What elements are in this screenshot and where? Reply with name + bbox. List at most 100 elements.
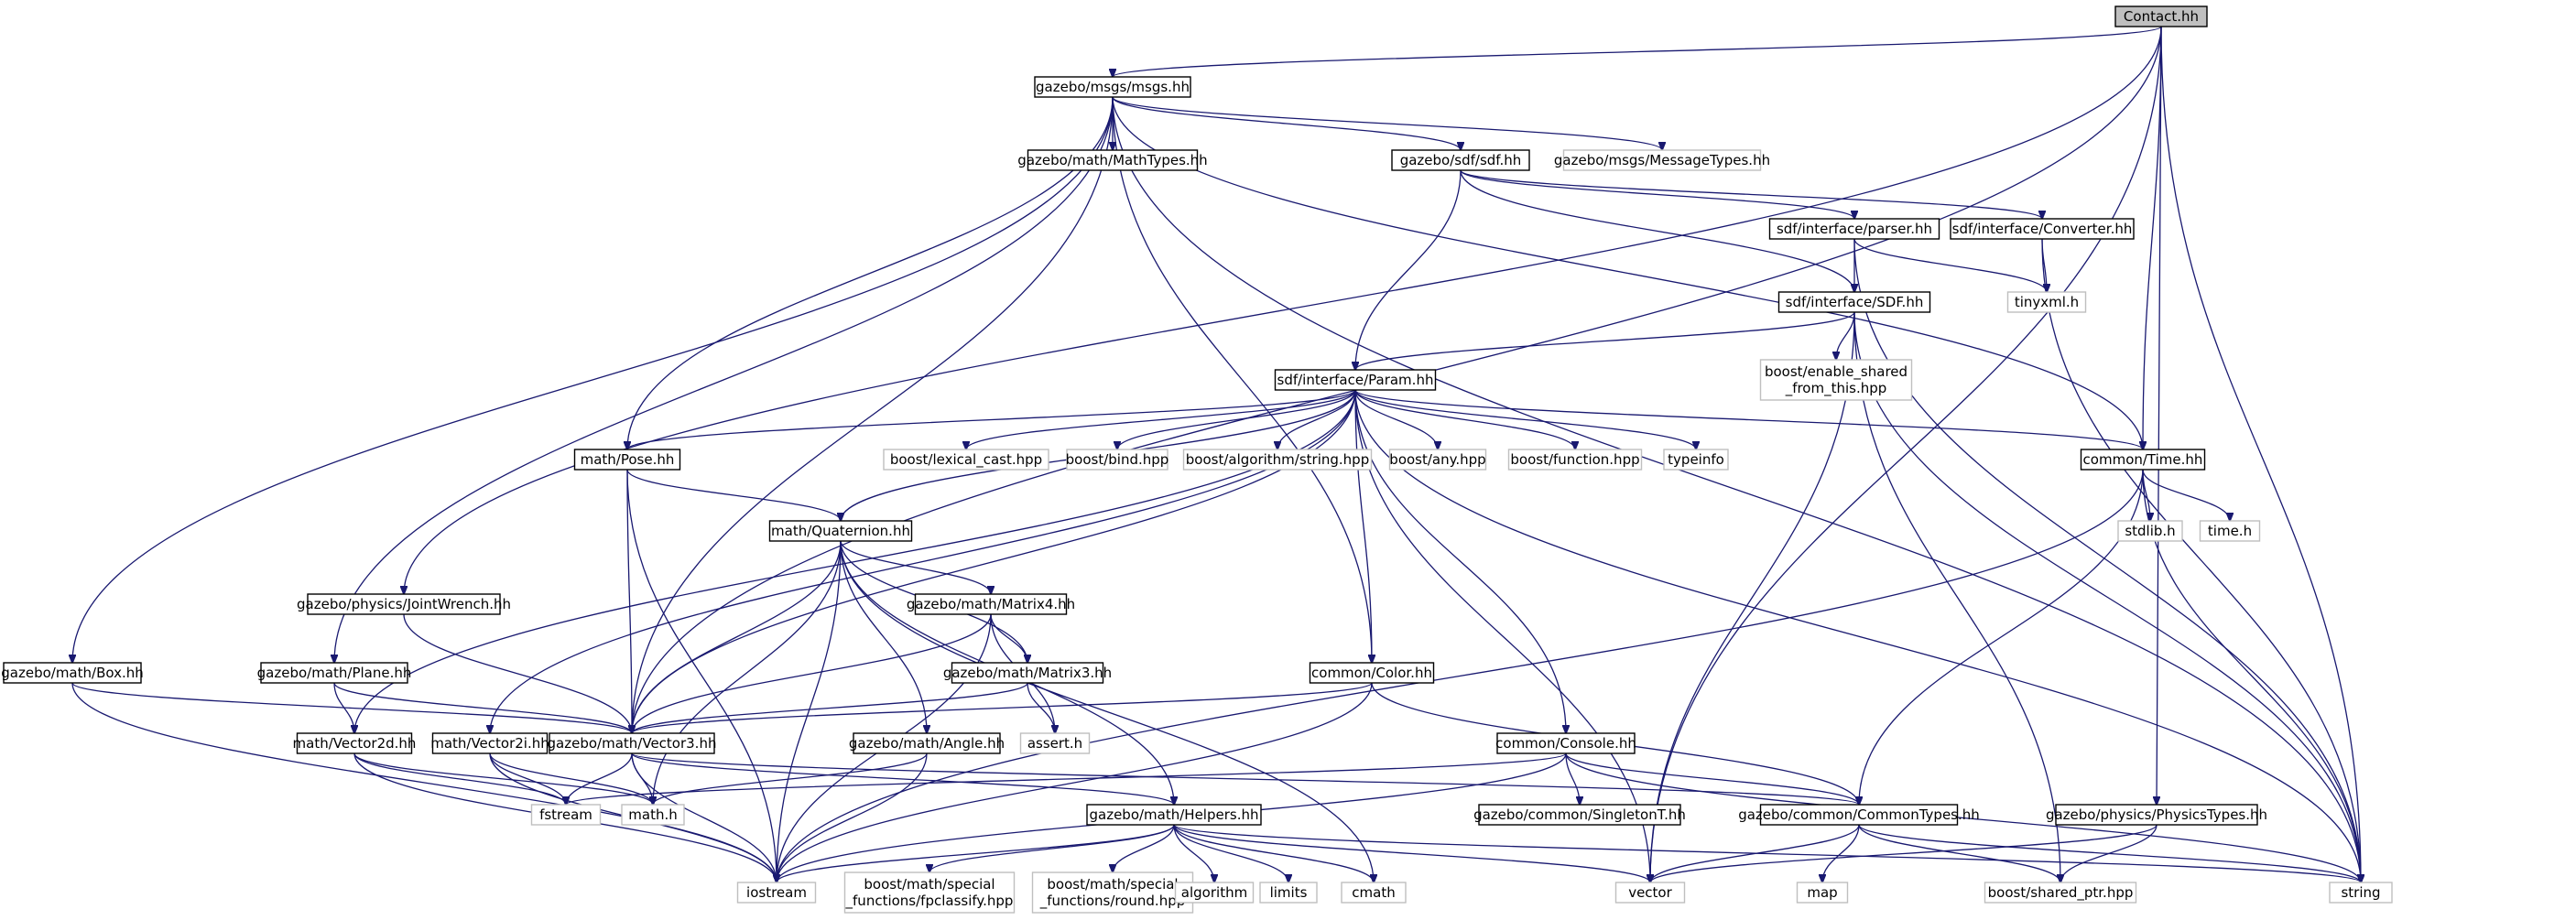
node-quaternion[interactable]: math/Quaternion.hh <box>768 520 913 542</box>
node-box-contact <box>2114 5 2208 27</box>
edge-vector2i-to-mathh <box>489 752 653 805</box>
node-msgs[interactable]: gazebo/msgs/msgs.hh <box>1034 76 1191 98</box>
edge-vector3-to-helpers <box>631 752 1174 805</box>
node-label-asserth-0: assert.h <box>1027 735 1082 752</box>
node-label-parser-0: sdf/interface/parser.hh <box>1777 221 1932 237</box>
node-box-box <box>3 662 142 684</box>
edge-jointwrench-to-vector3 <box>403 613 632 733</box>
node-matrix3[interactable]: gazebo/math/Matrix3.hh <box>943 662 1112 684</box>
edge-sdfh-to-string <box>1853 311 2361 882</box>
node-vector2i[interactable]: math/Vector2i.hh <box>430 732 549 754</box>
edge-vector3-to-fstream <box>566 752 633 805</box>
edge-contact-to-physicstypes <box>2157 26 2162 805</box>
node-vector2d[interactable]: math/Vector2d.hh <box>293 732 417 754</box>
edge-console-to-fstream <box>566 752 1567 805</box>
node-box-time <box>2080 449 2206 471</box>
node-box-map <box>1796 882 1849 904</box>
node-label-vector3-0: gazebo/math/Vector3.hh <box>548 735 717 752</box>
node-param[interactable]: sdf/interface/Param.hh <box>1274 369 1437 391</box>
node-jointwrench[interactable]: gazebo/physics/JointWrench.hh <box>297 593 511 615</box>
node-singleton[interactable]: gazebo/common/SingletonT.hh <box>1473 804 1686 826</box>
edge-physicstypes-to-vector <box>1650 824 2158 882</box>
node-time[interactable]: common/Time.hh <box>2080 449 2206 471</box>
node-label-vector-0: vector <box>1628 884 1672 901</box>
node-timeh: time.h <box>2199 520 2261 542</box>
node-contact[interactable]: Contact.hh <box>2114 5 2208 27</box>
edge-color-to-iostream <box>777 682 1373 882</box>
node-box-algorithm <box>1174 882 1255 904</box>
edge-vector3-to-commontypes <box>631 752 1859 805</box>
node-mathh: math.h <box>621 804 685 826</box>
node-label-stdlib-0: stdlib.h <box>2125 523 2175 539</box>
node-label-sdfh-0: sdf/interface/SDF.hh <box>1786 294 1924 310</box>
node-box-enable_shared <box>1759 359 1913 401</box>
node-box[interactable]: gazebo/math/Box.hh <box>1 662 144 684</box>
node-fstream: fstream <box>530 804 602 826</box>
node-iostream: iostream <box>736 882 817 904</box>
edge-sdfh-to-sharedptr <box>1853 311 2060 882</box>
node-box-jointwrench <box>307 593 501 615</box>
edge-helpers-to-algorithm <box>1173 824 1214 882</box>
node-label-map-0: map <box>1807 884 1837 901</box>
edge-pose-to-quaternion <box>626 469 841 521</box>
edge-helpers-to-vector <box>1173 824 1650 882</box>
node-limits: limits <box>1259 882 1318 904</box>
node-label-limits-0: limits <box>1270 884 1308 901</box>
node-box-cmath <box>1341 882 1407 904</box>
node-tinyxml: tinyxml.h <box>2006 291 2087 313</box>
node-console[interactable]: common/Console.hh <box>1495 732 1636 754</box>
node-box-parser <box>1768 218 1940 240</box>
node-box-mathh <box>621 804 685 826</box>
node-box-algstring <box>1182 449 1373 471</box>
edge-param-to-vector <box>1354 389 1650 882</box>
node-matrix4[interactable]: gazebo/math/Matrix4.hh <box>907 593 1075 615</box>
edge-commontypes-to-sharedptr <box>1858 824 2060 882</box>
node-label-lexical-0: boost/lexical_cast.hpp <box>890 451 1042 469</box>
edge-matrix4-to-vector3 <box>632 613 992 733</box>
node-box-asserth <box>1019 732 1091 754</box>
node-algstring: boost/algorithm/string.hpp <box>1182 449 1373 471</box>
edge-quaternion-to-iostream <box>777 540 842 882</box>
node-plane[interactable]: gazebo/math/Plane.hh <box>257 662 412 684</box>
node-label-enable_shared-1: _from_this.hpp <box>1785 380 1887 397</box>
node-angle[interactable]: gazebo/math/Angle.hh <box>849 732 1005 754</box>
node-box-angle <box>853 732 1001 754</box>
node-box-param <box>1274 369 1437 391</box>
edge-param-to-bind <box>1117 389 1356 449</box>
node-box-mathtypes <box>1027 149 1199 171</box>
node-pose[interactable]: math/Pose.hh <box>573 449 681 471</box>
node-round: boost/math/special_functions/round.hpp <box>1031 871 1194 914</box>
node-vector3[interactable]: gazebo/math/Vector3.hh <box>548 732 717 754</box>
node-box-function <box>1507 449 1643 471</box>
edge-color-to-vector3 <box>632 682 1373 733</box>
node-label-matrix4-0: gazebo/math/Matrix4.hh <box>907 596 1075 612</box>
node-sdfh[interactable]: sdf/interface/SDF.hh <box>1777 291 1931 313</box>
edge-box-to-iostream <box>71 682 777 882</box>
edge-quaternion-to-mathh <box>653 540 842 805</box>
node-sdfsdf[interactable]: gazebo/sdf/sdf.hh <box>1391 149 1530 171</box>
node-label-param-0: sdf/interface/Param.hh <box>1277 372 1434 388</box>
node-label-fpclassify-0: boost/math/special <box>864 876 995 893</box>
edge-vector3-to-iostream <box>631 752 777 882</box>
node-messagetypes: gazebo/msgs/MessageTypes.hh <box>1554 149 1770 171</box>
node-parser[interactable]: sdf/interface/parser.hh <box>1768 218 1940 240</box>
node-box-string <box>2329 882 2393 904</box>
edge-contact-to-vector <box>1650 26 2162 882</box>
node-label-physicstypes-0: gazebo/physics/PhysicsTypes.hh <box>2046 806 2267 823</box>
node-color[interactable]: common/Color.hh <box>1309 662 1435 684</box>
node-box-limits <box>1259 882 1318 904</box>
node-box-matrix4 <box>914 593 1068 615</box>
edge-vector2d-to-mathh <box>353 752 653 805</box>
node-label-tinyxml-0: tinyxml.h <box>2015 294 2079 310</box>
node-mathtypes[interactable]: gazebo/math/MathTypes.hh <box>1017 149 1208 171</box>
edge-plane-to-vector2d <box>333 682 354 733</box>
node-any: boost/any.hpp <box>1388 449 1487 471</box>
node-cmath: cmath <box>1341 882 1407 904</box>
node-physicstypes[interactable]: gazebo/physics/PhysicsTypes.hh <box>2046 804 2267 826</box>
node-box-fpclassify <box>843 871 1016 914</box>
node-helpers[interactable]: gazebo/math/Helpers.hh <box>1086 804 1262 826</box>
node-label-matrix3-0: gazebo/math/Matrix3.hh <box>943 665 1112 681</box>
node-converter[interactable]: sdf/interface/Converter.hh <box>1950 218 2135 240</box>
node-box-quaternion <box>768 520 913 542</box>
node-commontypes[interactable]: gazebo/common/CommonTypes.hh <box>1738 804 1980 826</box>
